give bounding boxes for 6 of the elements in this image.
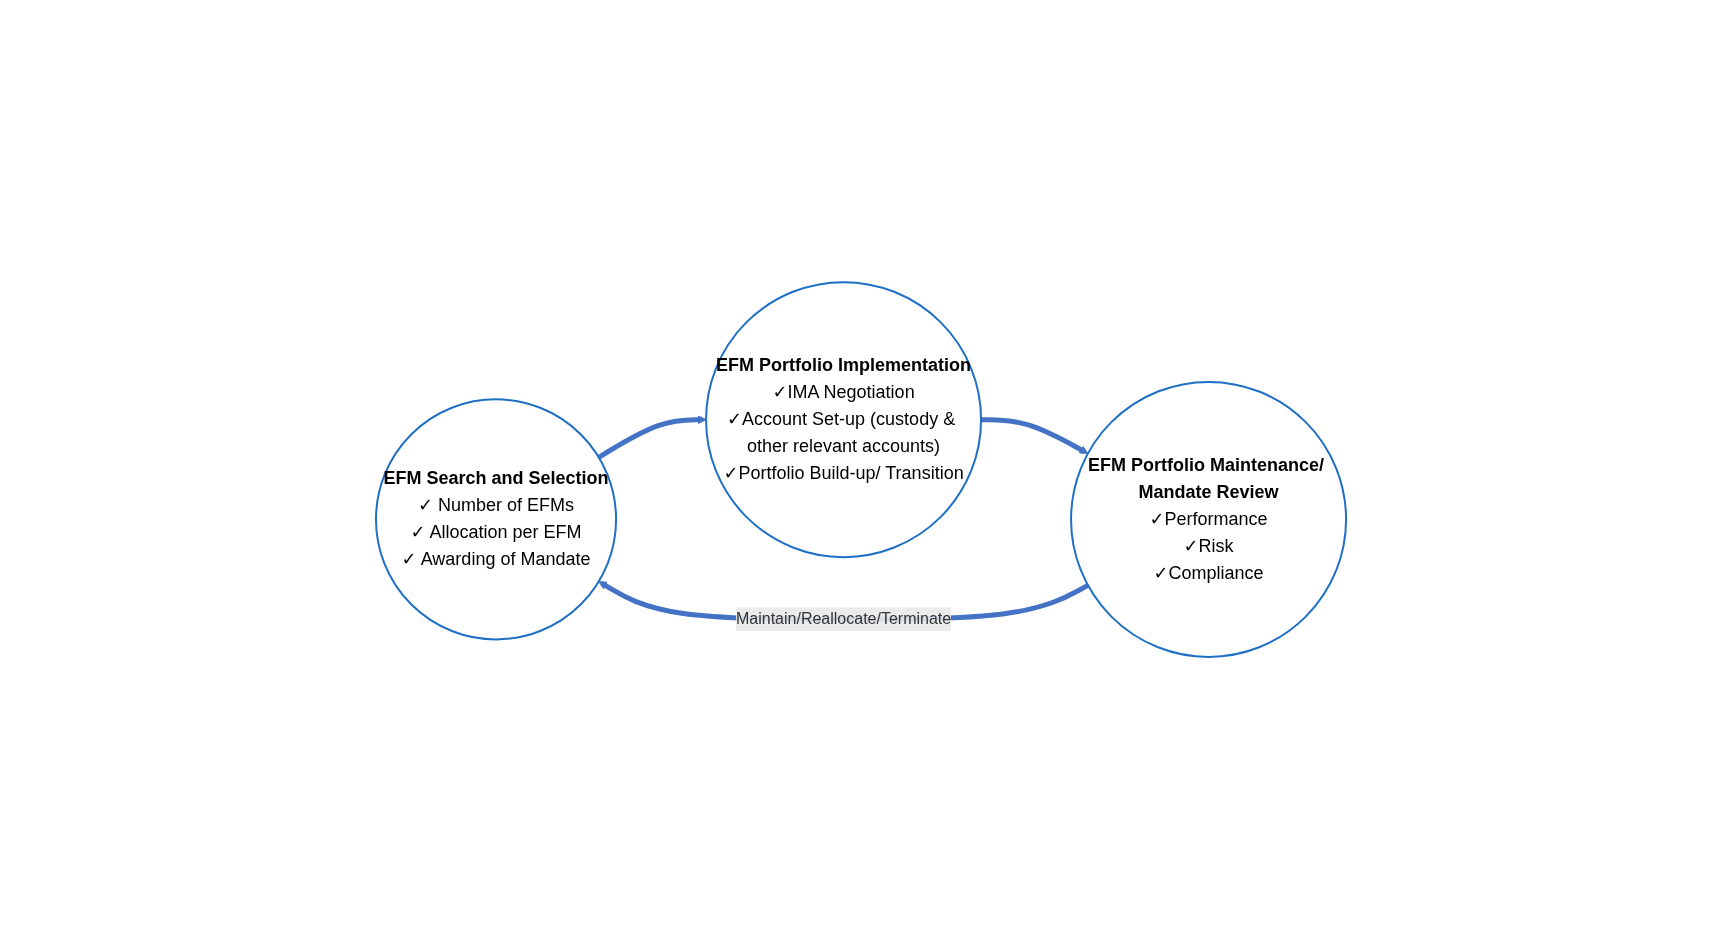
arrow bbox=[597, 415, 707, 460]
node-circle: EFM Portfolio Implementation ✓IMA Negotiation ✓Account Set-up (custody & other relevant accounts) ✓Portfolio Build-up/ Transition bbox=[705, 281, 983, 559]
node-circle: EFM Search and Selection ✓ Number of EFMs ✓ Allocation per EFM ✓ Awarding of Mandate bbox=[374, 398, 618, 641]
arrow bbox=[981, 417, 1089, 454]
edge-label: Maintain/Reallocate/Terminate bbox=[735, 610, 952, 628]
node-circle: EFM Portfolio Maintenance/ Mandate Review ✓Performance ✓Risk ✓Compliance bbox=[1070, 380, 1348, 658]
